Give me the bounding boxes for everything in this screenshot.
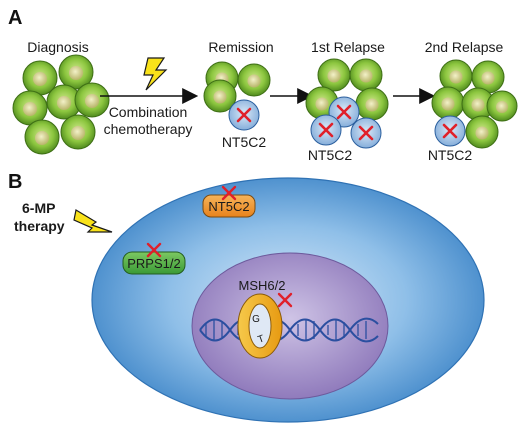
leukemia-cell — [58, 54, 94, 90]
lightning-icon — [73, 209, 113, 233]
leukemia-cell — [486, 90, 518, 122]
first-relapse-cell-cluster — [305, 58, 389, 149]
therapy-label-line1: 6-MP — [22, 200, 55, 216]
panel-a-letter: A — [8, 7, 22, 29]
mutant-cell — [350, 117, 382, 149]
base-g-label: G — [252, 314, 260, 325]
therapy-label-line2: therapy — [14, 218, 65, 234]
mutant-cell — [228, 99, 260, 131]
leukemia-cell — [349, 58, 383, 92]
treatment-label-line1: Combination — [109, 104, 188, 120]
x-mark-icon — [146, 242, 162, 258]
nt5c2-protein-label: NT5C2 — [208, 199, 249, 214]
leukemia-cell — [60, 114, 96, 150]
leukemia-cell — [237, 63, 271, 97]
mutant-cell — [434, 115, 466, 147]
leukemia-cell — [22, 60, 58, 96]
mutant-label-first-relapse: NT5C2 — [308, 147, 353, 163]
leukemia-cell — [355, 87, 389, 121]
leukemia-cell — [12, 90, 48, 126]
prps-protein-label: PRPS1/2 — [127, 256, 180, 271]
x-mark-icon — [221, 185, 237, 201]
leukemia-cell — [317, 58, 351, 92]
msh-complex-label: MSH6/2 — [239, 278, 286, 293]
mutant-cell — [310, 114, 342, 146]
leukemia-cell — [439, 59, 473, 93]
leukemia-cell — [74, 82, 110, 118]
mutant-label-second-relapse: NT5C2 — [428, 147, 473, 163]
stage-second-relapse-label: 2nd Relapse — [425, 39, 504, 55]
second-relapse-cell-cluster — [431, 59, 518, 149]
leukemia-cell — [24, 119, 60, 155]
x-mark-icon — [236, 107, 252, 123]
stage-remission-label: Remission — [208, 39, 273, 55]
x-mark-icon — [318, 122, 334, 138]
panel-b-letter: B — [8, 171, 22, 193]
diagnosis-cell-cluster — [12, 54, 110, 155]
nucleus — [191, 252, 389, 400]
stage-first-relapse-label: 1st Relapse — [311, 39, 385, 55]
leukemia-cell — [203, 79, 237, 113]
leukemia-cell — [465, 115, 499, 149]
x-mark-icon — [277, 292, 293, 308]
base-t-label: T — [256, 333, 266, 345]
remission-cell-cluster — [203, 61, 271, 131]
stage-diagnosis-label: Diagnosis — [27, 39, 88, 55]
mutant-label-remission: NT5C2 — [222, 134, 267, 150]
treatment-label-line2: chemotherapy — [104, 121, 193, 137]
leukemia-cell — [431, 86, 465, 120]
nt5c2-protein: NT5C2 — [202, 185, 256, 218]
prps-protein: PRPS1/2 — [122, 242, 186, 275]
lightning-icon — [143, 57, 168, 91]
dna-helix — [199, 317, 379, 343]
x-mark-icon — [442, 123, 458, 139]
x-mark-icon — [358, 125, 374, 141]
msh-clamp: G T — [237, 292, 293, 359]
x-mark-icon — [336, 104, 352, 120]
